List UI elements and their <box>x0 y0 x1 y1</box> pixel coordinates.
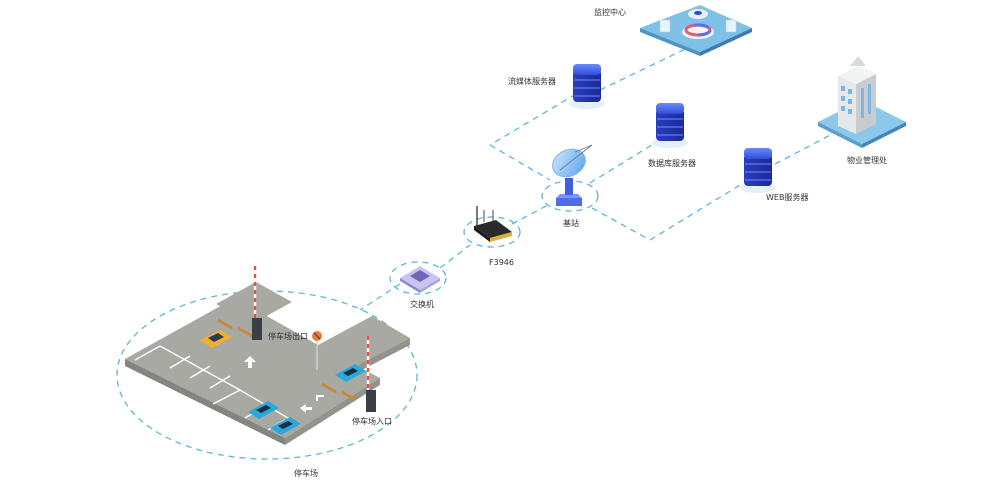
label-router: F3946 <box>489 258 514 267</box>
label-entrance-gate: 停车场入口 <box>352 416 392 426</box>
label-db-server: 数据库服务器 <box>648 158 696 168</box>
link-router-basestation <box>511 204 549 225</box>
web-server-icon[interactable] <box>740 148 776 193</box>
network-switch-icon[interactable] <box>400 266 440 293</box>
car-yellow-icon <box>200 330 232 348</box>
entrance-barrier-gate-icon[interactable] <box>366 336 376 412</box>
office-building-icon[interactable] <box>818 56 906 148</box>
exit-barrier-gate-icon[interactable] <box>252 266 262 340</box>
link-switch-router <box>439 244 471 269</box>
car-blue-icon <box>270 417 301 435</box>
db-server-icon[interactable] <box>652 103 688 148</box>
label-base-station: 基站 <box>563 218 579 228</box>
car-blue-icon <box>335 364 366 382</box>
link-corner-basestation <box>489 144 551 181</box>
link-basestation-corner <box>591 207 651 241</box>
car-blue-icon <box>248 401 279 419</box>
label-exit-gate: 停车场出口 <box>268 331 308 341</box>
parking-lot-icon[interactable] <box>125 282 410 445</box>
link-switch-parking <box>359 283 401 311</box>
label-web-server: WEB服务器 <box>766 192 808 202</box>
label-monitoring-center: 监控中心 <box>594 7 626 17</box>
links <box>116 41 841 460</box>
router-icon[interactable] <box>474 206 512 242</box>
label-property-office: 物业管理处 <box>847 155 887 165</box>
satellite-dish-icon[interactable] <box>548 144 593 206</box>
halo-switch <box>389 261 447 295</box>
link-web-property <box>774 129 841 165</box>
link-streaming-corner <box>489 93 577 146</box>
halo-router <box>463 216 521 248</box>
link-streaming-monitor <box>599 41 701 91</box>
traffic-sign-icon <box>312 331 322 370</box>
label-switch: 交换机 <box>410 299 434 309</box>
streaming-server-icon[interactable] <box>569 64 605 109</box>
link-corner-web <box>649 181 746 241</box>
monitoring-center-icon[interactable] <box>640 5 752 56</box>
label-parking-lot: 停车场 <box>294 468 318 478</box>
label-streaming-server: 流媒体服务器 <box>508 76 556 86</box>
link-basestation-db <box>589 139 661 184</box>
